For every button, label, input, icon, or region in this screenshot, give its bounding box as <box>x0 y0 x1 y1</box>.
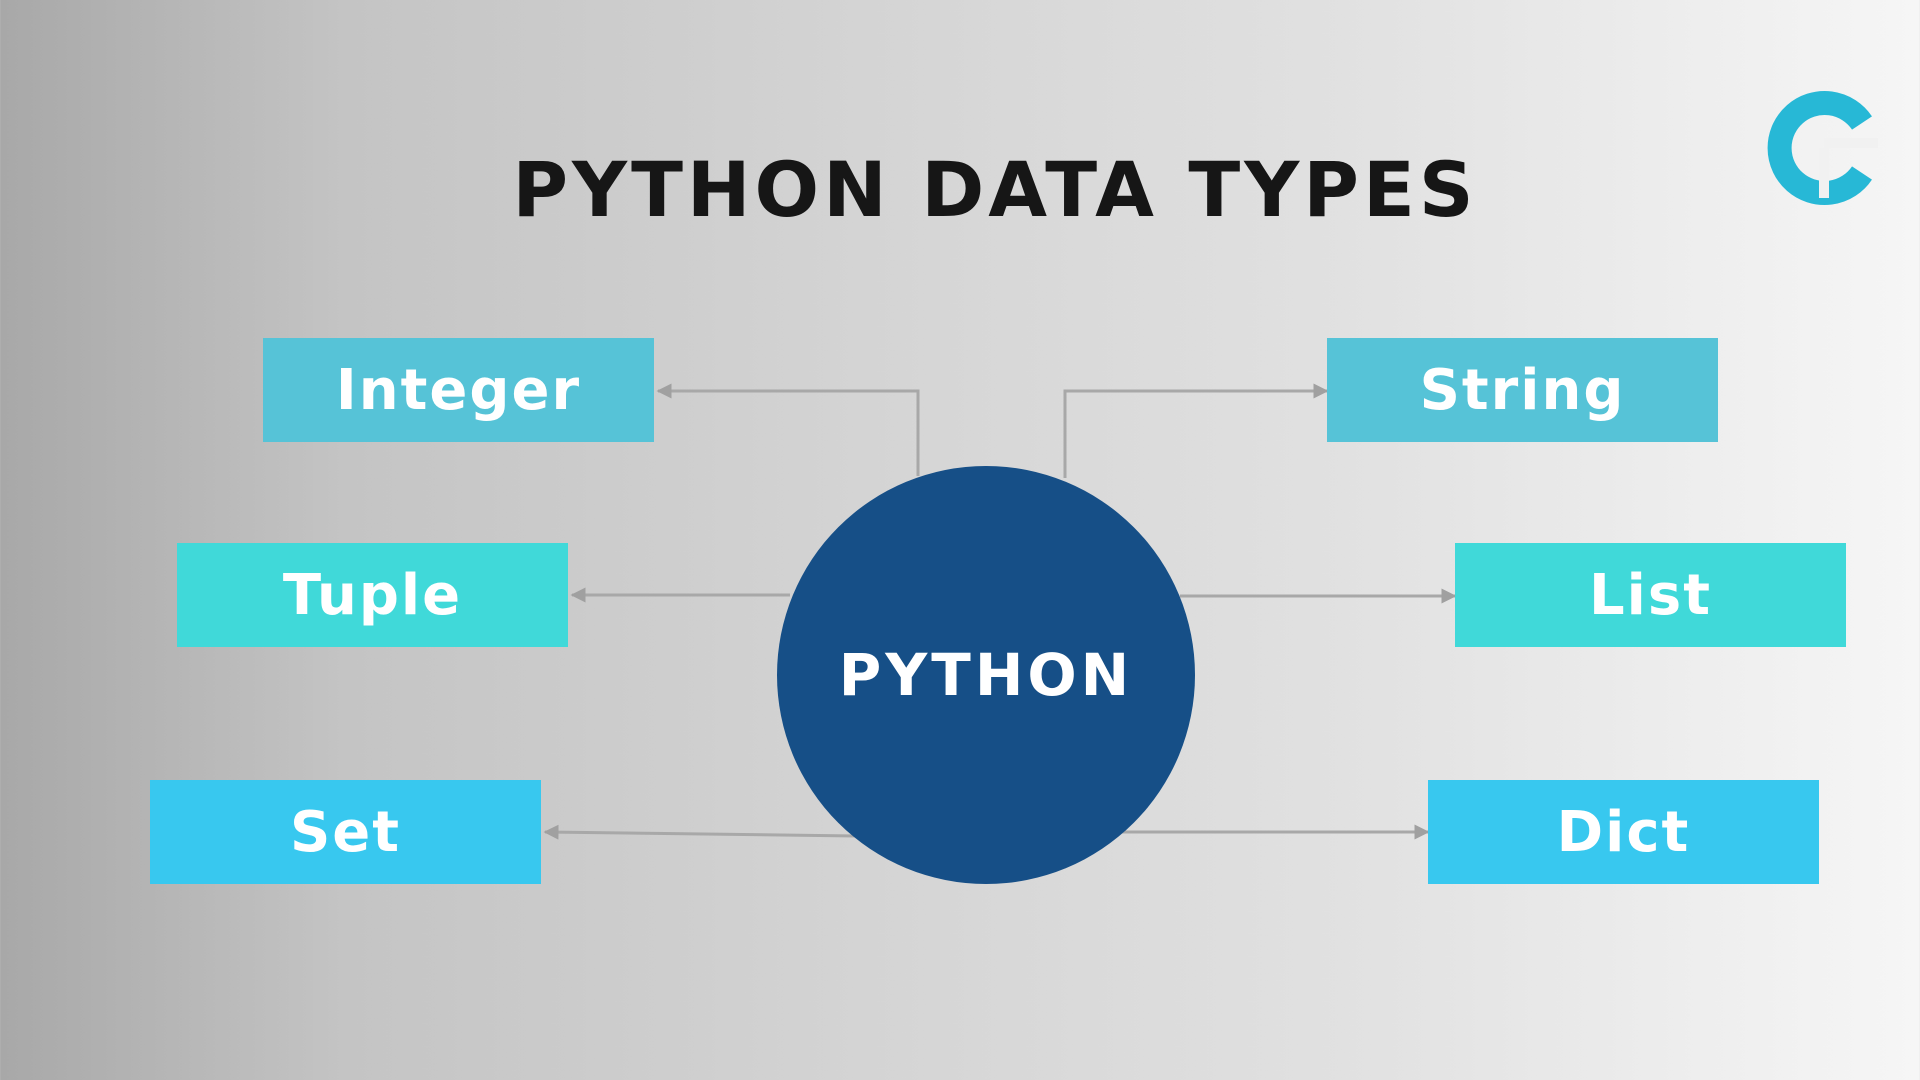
node-set: Set <box>150 780 541 884</box>
node-set-label: Set <box>289 799 402 865</box>
brand-ring-logo-icon <box>1767 91 1878 205</box>
node-tuple: Tuple <box>177 543 568 647</box>
node-integer: Integer <box>263 338 654 442</box>
center-node-python: PYTHON <box>777 466 1195 884</box>
edge-python-string <box>1063 383 1329 478</box>
node-dict-label: Dict <box>1556 799 1691 865</box>
page-title: PYTHON DATA TYPES <box>512 145 1478 234</box>
node-list: List <box>1455 543 1846 647</box>
node-integer-label: Integer <box>335 357 582 423</box>
edge-python-set <box>543 824 857 840</box>
node-tuple-label: Tuple <box>282 562 463 628</box>
center-node-label: PYTHON <box>838 641 1134 709</box>
node-string-label: String <box>1419 357 1626 423</box>
node-dict: Dict <box>1428 780 1819 884</box>
edge-python-integer <box>656 383 920 476</box>
node-string: String <box>1327 338 1718 442</box>
node-list-label: List <box>1589 562 1712 628</box>
